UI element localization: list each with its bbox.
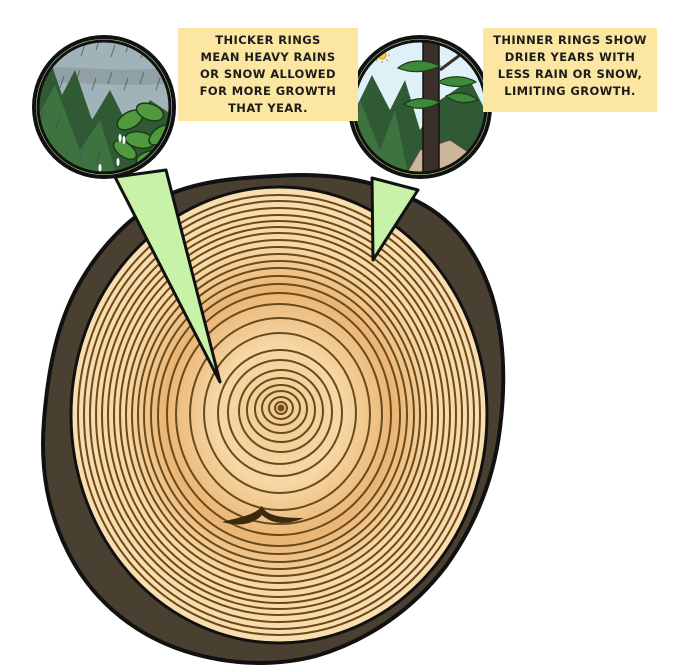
callout-line: Thicker rings bbox=[215, 33, 321, 47]
callout-line: that year. bbox=[228, 101, 308, 115]
log-cross-section bbox=[41, 172, 506, 665]
tall-trunk bbox=[422, 41, 440, 173]
callout-line: Thinner rings show bbox=[493, 33, 647, 47]
callout-line: drier years with bbox=[504, 50, 636, 64]
rain-drops bbox=[98, 134, 126, 172]
callout-line: limiting growth. bbox=[504, 84, 636, 98]
rainy-forest-scene bbox=[32, 35, 176, 179]
callout-thick-rings: Thicker rings mean heavy rains or snow a… bbox=[178, 28, 358, 121]
callout-line: for more growth bbox=[199, 84, 337, 98]
growth-rings bbox=[77, 194, 481, 636]
callout-line: or snow allowed bbox=[199, 67, 336, 81]
pointer-left bbox=[113, 168, 222, 384]
dry-forest-scene bbox=[348, 35, 492, 179]
callout-line: mean heavy rains bbox=[200, 50, 336, 64]
pith bbox=[277, 404, 285, 412]
ring-scar bbox=[222, 506, 304, 525]
wood-face bbox=[69, 185, 489, 645]
callout-line: less rain or snow, bbox=[497, 67, 643, 81]
pointer-right bbox=[370, 176, 420, 262]
callout-thin-rings: Thinner rings show drier years with less… bbox=[483, 28, 657, 112]
